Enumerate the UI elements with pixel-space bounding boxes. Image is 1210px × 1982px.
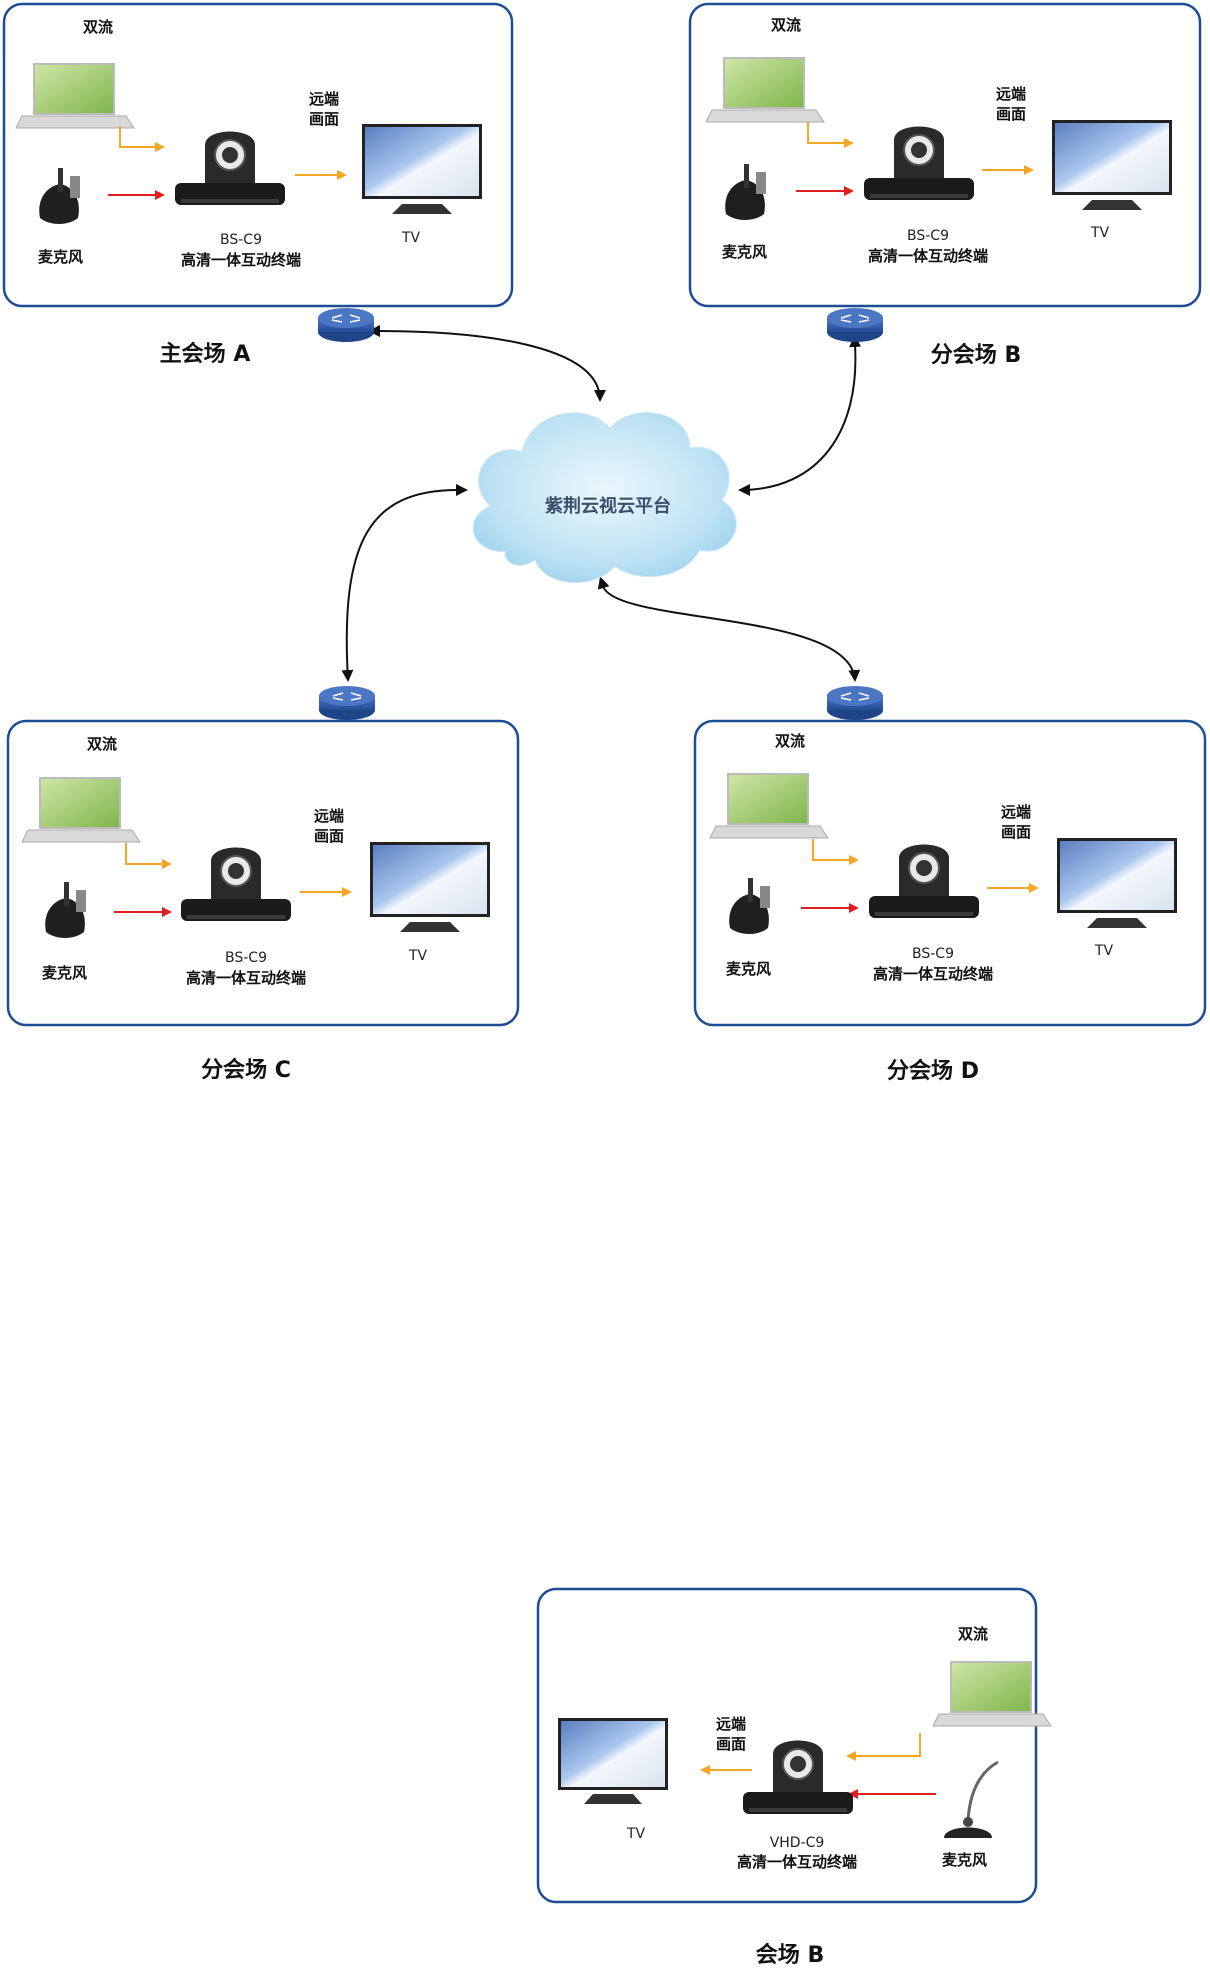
site-box [6,719,520,1027]
dual-stream-label: 双流 [958,1625,988,1643]
tv-label: TV [1094,943,1114,959]
cloud-shape [472,412,737,584]
mic-label: 麦克风 [942,1851,987,1869]
remote-label-1: 远端 [309,90,339,108]
terminal-name: 高清一体互动终端 [873,965,993,983]
terminal-name: 高清一体互动终端 [181,251,301,269]
site-box [693,719,1207,1027]
microphone-icon [39,168,80,224]
site-title: 会场 B [756,1942,824,1968]
terminal-name: 高清一体互动终端 [737,1853,857,1871]
laptop-icon [15,63,135,129]
site-d: 双流 麦克风 BS-C9 高清一体互动终端 远端 画面 TV [693,686,1207,1084]
link-b [738,335,862,496]
dual-stream-label: 双流 [83,18,113,36]
remote-label-1: 远端 [1001,803,1031,821]
terminal-name: 高清一体互动终端 [868,247,988,265]
microphone-icon [729,878,770,934]
site-title: 主会场 A [160,341,251,367]
mic-label: 麦克风 [38,248,83,266]
mic-label: 麦克风 [42,964,87,982]
remote-label-2: 画面 [1001,823,1031,841]
terminal-model: BS-C9 [907,228,949,244]
mic-label: 麦克风 [726,960,771,978]
laptop-icon [932,1661,1052,1727]
terminal-camera-icon [743,1740,853,1814]
terminal-model: BS-C9 [220,232,262,248]
laptop-icon [709,773,829,839]
laptop-icon [705,57,825,123]
tv-icon [1057,838,1177,928]
dual-stream-arrow [807,122,854,148]
remote-label-1: 远端 [716,1715,746,1733]
remote-label-2: 画面 [716,1735,746,1753]
site-a: 双流 麦克风 BS-C9 高清一体互动终端 远端 画面 TV [2,2,514,367]
terminal-camera-icon [869,844,979,918]
site-c: 双流 麦克风 BS-C9 高清一体互动终端 远端 画面 TV [6,686,520,1083]
site-title: 分会场 D [887,1058,979,1084]
dual-stream-arrow [125,843,172,869]
link-a [368,325,606,402]
tv-label: TV [1090,225,1110,241]
remote-label-2: 画面 [996,105,1026,123]
mic-label: 麦克风 [722,243,767,261]
dual-stream-arrow [812,839,859,865]
microphone-icon [45,882,86,938]
tv-icon [362,124,482,214]
dual-stream-arrow [119,126,165,152]
link-c [341,484,468,682]
router-icon [319,686,375,720]
router-icon [318,308,374,342]
tv-label: TV [408,948,428,964]
microphone-icon [944,1760,999,1838]
tv-icon [1052,120,1172,210]
terminal-model: BS-C9 [225,950,267,966]
site-title: 分会场 B [931,342,1021,368]
laptop-icon [21,777,141,843]
tv-icon [370,842,490,932]
terminal-model: VHD-C9 [770,1835,825,1851]
remote-label-1: 远端 [996,85,1026,103]
site-title: 分会场 C [201,1057,291,1083]
tv-label: TV [626,1826,646,1842]
router-icon [827,308,883,342]
dual-stream-label: 双流 [87,735,117,753]
site-b: 双流 麦克风 BS-C9 高清一体互动终端 远端 画面 TV [688,2,1202,368]
site-box [688,2,1202,308]
terminal-name: 高清一体互动终端 [186,969,306,987]
remote-label-2: 画面 [309,110,339,128]
router-icon [827,686,883,720]
microphone-icon [725,164,766,220]
terminal-camera-icon [181,847,291,921]
cloud-platform: 紫荆云视云平台 [472,412,737,584]
terminal-camera-icon [175,131,285,205]
dual-stream-arrow [846,1733,921,1761]
terminal-camera-icon [864,126,974,200]
remote-label-2: 画面 [314,827,344,845]
terminal-model: BS-C9 [912,946,954,962]
link-d [597,576,861,682]
cloud-label: 紫荆云视云平台 [545,495,671,517]
site-box [2,2,514,308]
tv-label: TV [401,230,421,246]
single-site: 双流 麦克风 VHD-C9 高清一体互动终端 远端 画面 T [536,1587,1052,1968]
dual-stream-label: 双流 [775,732,805,750]
dual-stream-label: 双流 [771,16,801,34]
remote-label-1: 远端 [314,807,344,825]
tv-icon [558,1718,668,1804]
